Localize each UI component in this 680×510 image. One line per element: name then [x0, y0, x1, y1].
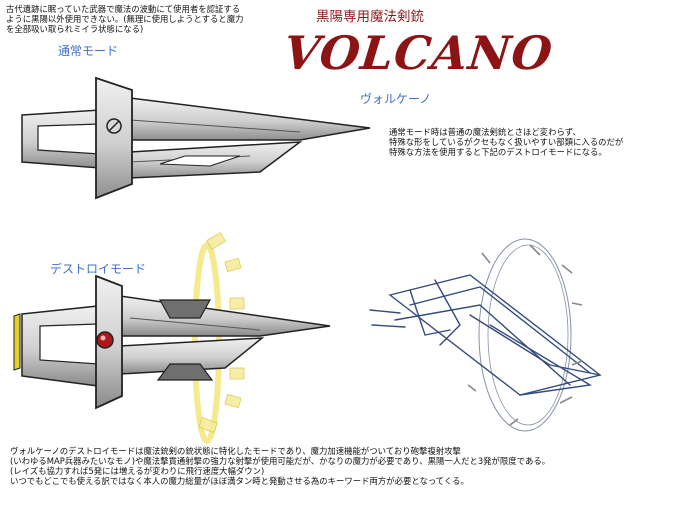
normal-mode-description: 通常モード時は普通の魔法剣銃とさほど変わらず、 特殊な形をしているがクセもなく扱…: [389, 127, 624, 157]
normal-mode-label: 通常モード: [58, 44, 119, 58]
weapon-sketch-illustration: [369, 238, 602, 432]
destroy-mode-weapon-illustration: [13, 232, 331, 444]
subtitle: 黒陽専用魔法剣銃: [316, 9, 424, 25]
normal-mode-weapon-illustration: [21, 76, 371, 200]
intro-text: 古代遺跡に眠っていた武器で魔法の波動にて使用者を認証する ように黒陽以外使用でき…: [6, 4, 244, 34]
katakana-name-label: ヴォルケーノ: [360, 92, 432, 106]
destroy-mode-label: デストロイモード: [50, 262, 147, 276]
red-gem-icon: [96, 331, 114, 349]
destroy-mode-description: ヴォルケーノのデストロイモードは魔法銃剣の銃状態に特化したモードであり、魔力加速…: [10, 446, 551, 486]
